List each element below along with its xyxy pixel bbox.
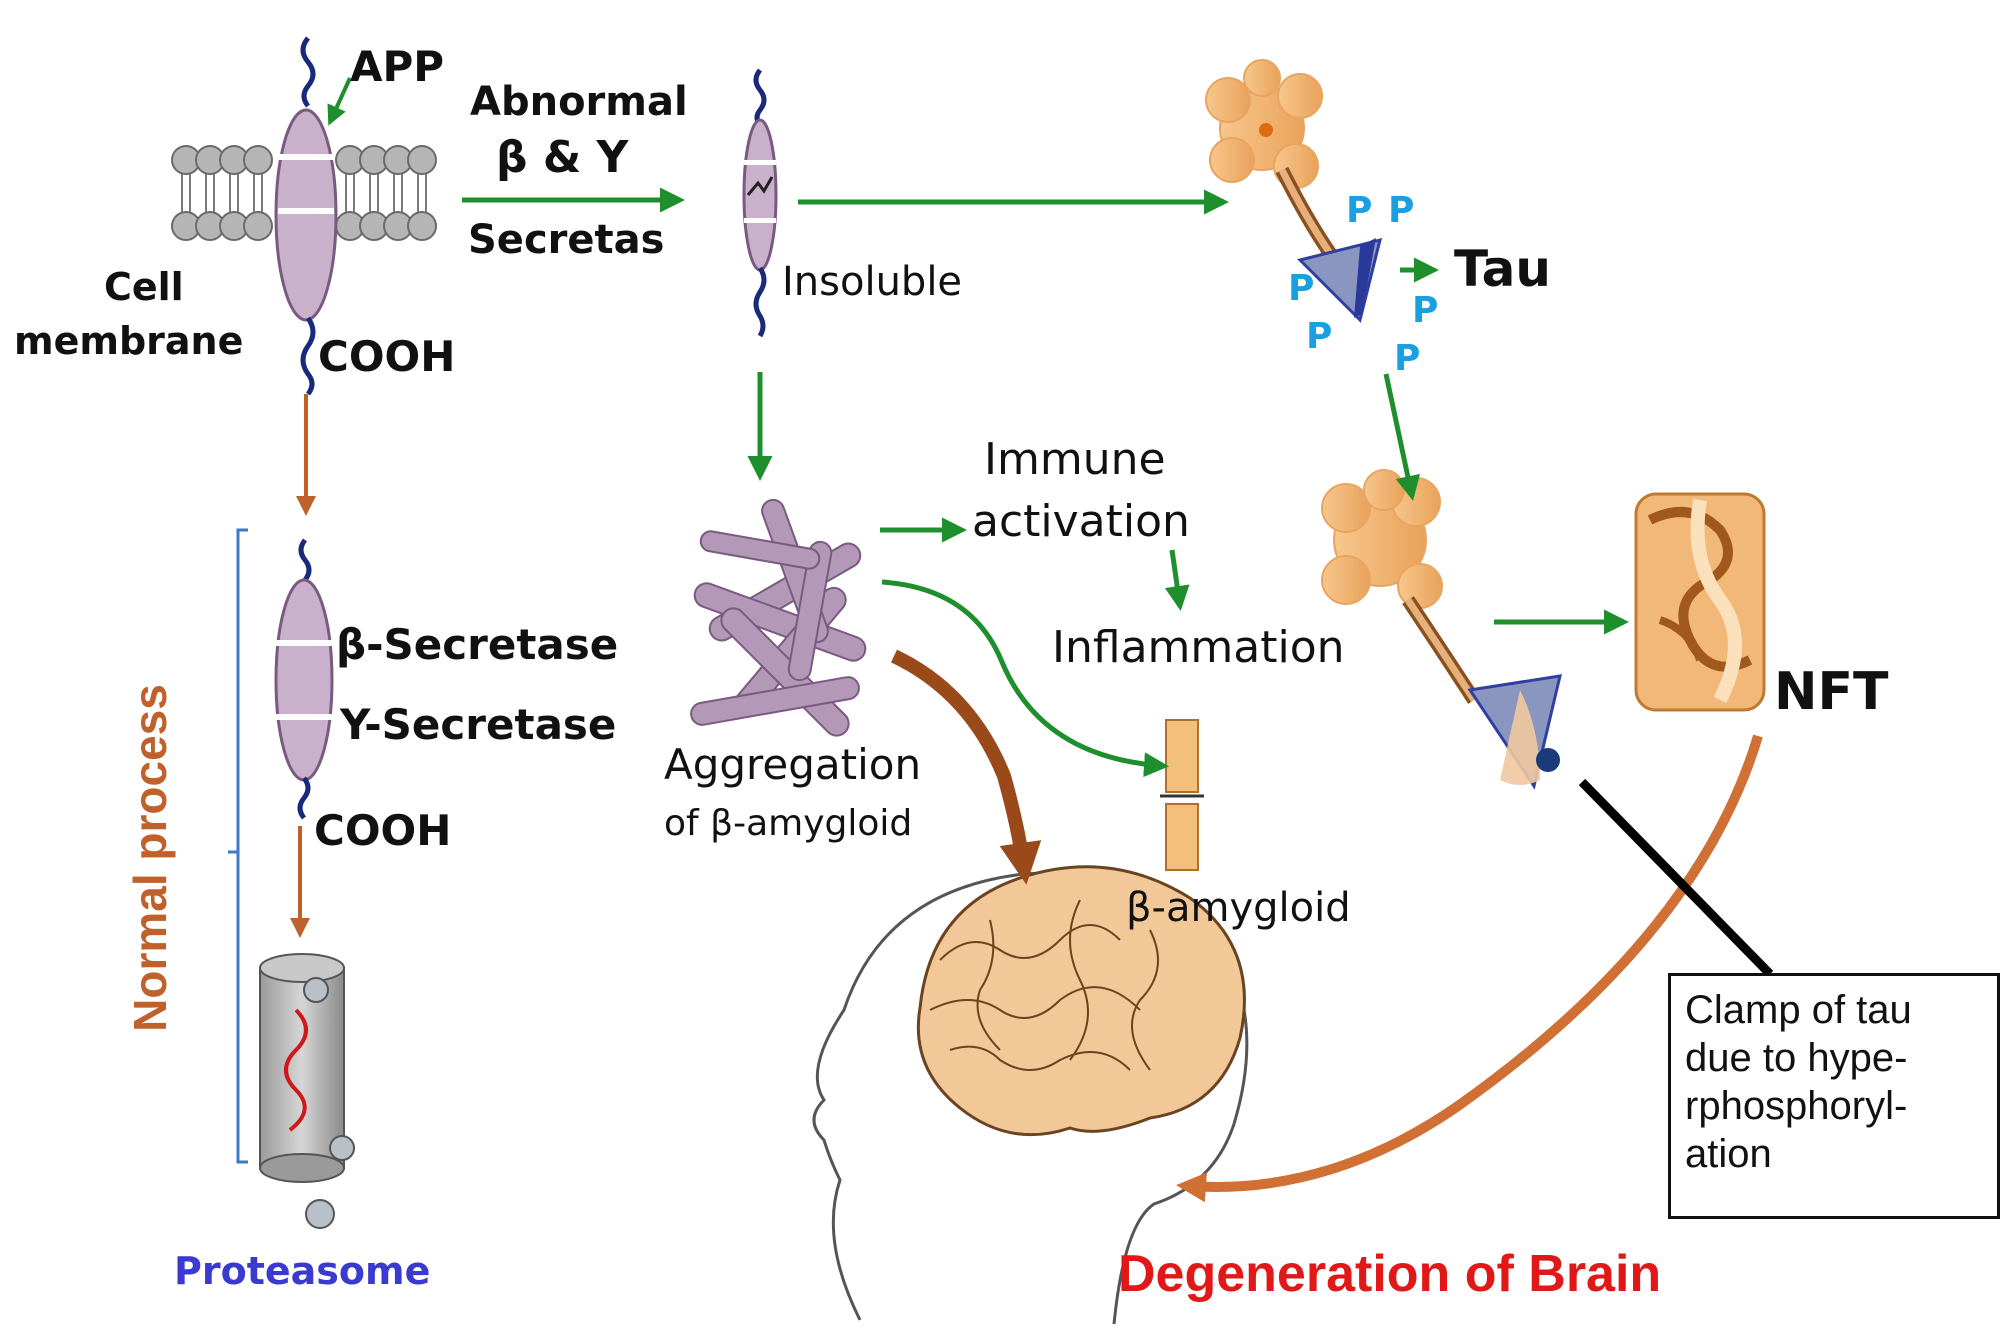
clamp-note-line: due to hype-: [1685, 1036, 1908, 1080]
phospho-p: P: [1412, 290, 1439, 331]
lipid-head: [243, 211, 273, 241]
clamp-note-line: ation: [1685, 1132, 1772, 1176]
label-insoluble: Insoluble: [782, 259, 963, 305]
label-beta-gamma: β & Y: [496, 132, 629, 183]
label-app: APP: [350, 42, 445, 91]
label-secretas: Secretas: [468, 217, 665, 263]
normal-process-bracket: [228, 528, 248, 1164]
proteasome-cylinder: [259, 953, 355, 1229]
phospho-p: P: [1346, 190, 1373, 231]
clamp-note-line: Clamp of tau: [1685, 988, 1912, 1032]
amyloid-aggregate: [690, 498, 867, 737]
phospho-p: P: [1394, 338, 1421, 379]
label-degeneration: Degeneration of Brain: [1118, 1245, 1662, 1303]
label-cooh-top: COOH: [318, 332, 456, 381]
label-proteasome: Proteasome: [174, 1249, 431, 1293]
cell-membrane-bilayer: [171, 145, 437, 241]
normal-app-protein: [274, 538, 334, 820]
phospho-p: P: [1288, 268, 1315, 309]
label-cooh-bottom: COOH: [314, 806, 452, 855]
lipid-head: [407, 211, 437, 241]
label-activation: activation: [972, 496, 1190, 547]
label-aggregation: Aggregation: [664, 740, 922, 789]
label-tau: Tau: [1454, 240, 1551, 298]
beta-amyloid-sticks: [1160, 719, 1204, 871]
app-pointer-arrow: [327, 77, 352, 126]
label-y-secretase: Y-Secretase: [340, 700, 617, 749]
clamp-note-line: rphosphoryl-: [1685, 1084, 1908, 1128]
lipid-head: [243, 145, 273, 175]
label-inflammation: Inflammation: [1052, 622, 1345, 673]
label-beta-secretase: β-Secretase: [336, 620, 619, 669]
label-cell: Cell: [104, 265, 184, 309]
label-abnormal: Abnormal: [470, 79, 688, 125]
label-beta-amyloid: β-amygloid: [1126, 885, 1351, 931]
label-of-beta-amyloid: of β-amygloid: [664, 803, 913, 844]
label-nft: NFT: [1774, 662, 1889, 722]
clamp-pointer-line: [1578, 778, 1774, 978]
neuron-with-tau: [1205, 59, 1383, 323]
brown-arrow-to-brain: [890, 649, 1042, 885]
insoluble-fragment: [742, 68, 778, 338]
neuron-tangled: [1321, 469, 1562, 790]
clamp-note-box: Clamp of tau due to hype- rphosphoryl- a…: [1668, 973, 2000, 1219]
app-protein: [274, 36, 338, 396]
lipid-head: [407, 145, 437, 175]
orange-arrows: [290, 394, 316, 938]
label-membrane: membrane: [14, 319, 244, 363]
phospho-p: P: [1306, 316, 1333, 357]
label-normal-process: Normal process: [124, 684, 176, 1032]
phospho-p: P: [1388, 190, 1415, 231]
orange-arrow-nft-to-brain: [1176, 734, 1763, 1203]
label-immune: Immune: [984, 434, 1166, 485]
nft-tangle: [1634, 492, 1766, 712]
green-arrows: [462, 187, 1629, 778]
